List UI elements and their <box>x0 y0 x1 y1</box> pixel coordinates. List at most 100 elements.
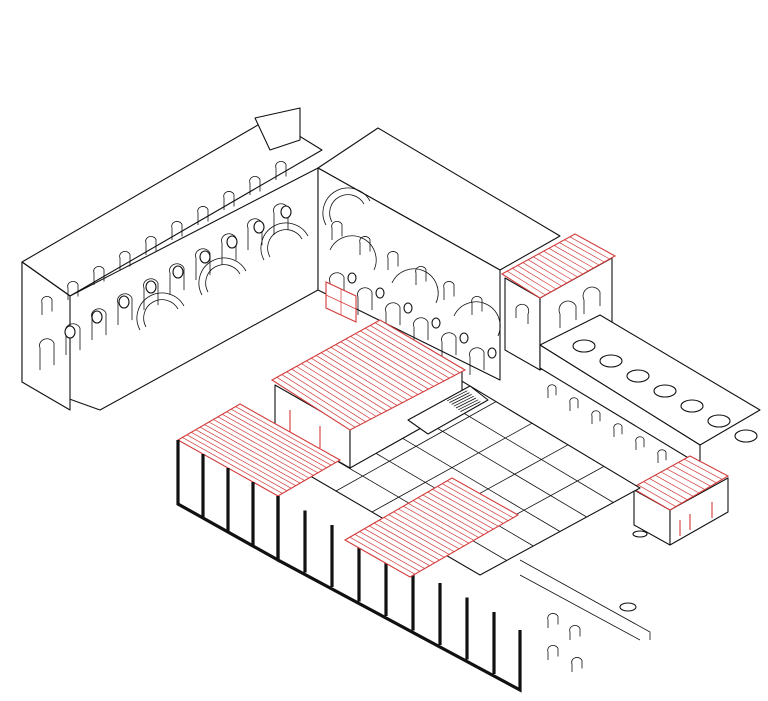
upper-arch <box>41 296 53 315</box>
roof-seam <box>199 426 301 484</box>
well <box>680 399 704 413</box>
roof-seam <box>315 355 398 406</box>
well <box>599 354 623 368</box>
oculus <box>199 250 211 264</box>
east-wing-arches <box>329 221 501 375</box>
stair-tread <box>458 399 479 411</box>
oculus <box>280 205 292 219</box>
roof-seam <box>383 517 450 555</box>
red-doorway <box>325 281 357 323</box>
roof-seam <box>301 363 382 414</box>
roof-seam <box>217 416 319 474</box>
roof-seam <box>408 503 474 541</box>
roof-seam <box>660 471 700 494</box>
roof-seam <box>186 434 288 492</box>
roof-seam <box>538 253 578 278</box>
stair-tread <box>453 395 474 407</box>
roof-seam <box>388 514 455 552</box>
roof-seam <box>320 352 403 404</box>
stair <box>407 385 489 435</box>
large-lunette <box>453 301 501 337</box>
roof-seam <box>291 368 372 420</box>
ground-arch <box>385 302 401 330</box>
north-wing-end <box>21 261 71 411</box>
roof-seam <box>543 250 584 275</box>
roof-seam <box>374 522 440 561</box>
ruin-arch <box>547 645 559 660</box>
roof-seam <box>522 262 562 287</box>
roof-seam <box>637 484 676 507</box>
ground-arch <box>169 263 185 295</box>
roof-seam <box>195 429 296 487</box>
large-lunette-inner <box>329 194 365 223</box>
roof-seam <box>559 242 600 266</box>
oculus <box>64 325 76 339</box>
stair-tower <box>254 107 301 151</box>
large-lunette <box>136 292 185 331</box>
ground-arch <box>39 338 55 370</box>
upper-arch <box>387 251 399 270</box>
east-wing <box>317 127 561 381</box>
roof-seam <box>442 483 509 521</box>
roof-seam <box>649 478 688 501</box>
roof-seam <box>235 406 336 463</box>
roof-seam <box>672 465 711 487</box>
roof-seam <box>330 346 413 398</box>
grid-line <box>379 424 561 532</box>
oculus <box>347 272 357 284</box>
roof-seam <box>527 259 567 284</box>
roof-seam <box>446 480 514 519</box>
roof-seam <box>569 236 610 260</box>
roof-seam <box>281 374 361 425</box>
roof-seam <box>296 366 377 417</box>
roof-seam <box>311 357 393 409</box>
colonnade-arch <box>657 449 667 463</box>
roof-seam <box>359 531 425 569</box>
stair-tread <box>455 397 477 409</box>
large-lunette <box>198 257 247 296</box>
ground-arch <box>469 347 485 375</box>
roof-seam <box>398 508 465 547</box>
oculus <box>226 235 238 249</box>
roof-seam <box>365 327 450 379</box>
upper-arch <box>171 221 183 240</box>
roof-seam <box>412 500 479 538</box>
large-lunette <box>329 235 377 271</box>
colonnade-arch <box>569 397 579 411</box>
roof-seam <box>370 325 455 376</box>
stair-tread <box>460 401 481 412</box>
roof-seam <box>208 421 310 479</box>
roof-seam <box>417 497 484 536</box>
colonnade-arch <box>635 436 645 450</box>
upper-arch <box>471 296 483 315</box>
roof-seam <box>655 474 694 497</box>
well <box>626 369 650 383</box>
large-lunette <box>260 222 309 261</box>
roof-seam <box>666 468 705 490</box>
south-hall <box>343 477 520 578</box>
well <box>734 429 758 443</box>
southeast-ruins <box>519 530 651 672</box>
oculus <box>487 347 497 359</box>
roof-seam <box>345 338 429 390</box>
roof-seam <box>553 245 594 269</box>
upper-arch <box>331 221 343 240</box>
oculus <box>403 302 413 314</box>
roof-seam <box>286 371 366 423</box>
roof-seam <box>335 344 419 395</box>
roof-seam <box>230 408 332 466</box>
colonnade-arch <box>547 384 557 398</box>
roof-seam <box>432 488 499 527</box>
roof-seam <box>349 536 416 575</box>
ground-arch <box>195 248 211 280</box>
south-range <box>276 496 522 693</box>
roof-seam <box>340 341 424 393</box>
colonnade-arch <box>591 410 601 424</box>
stair-tread <box>449 392 470 403</box>
roof-seam <box>427 491 494 530</box>
ground-arch <box>117 293 133 325</box>
upper-arch <box>93 266 105 285</box>
roof-seam <box>643 481 682 504</box>
